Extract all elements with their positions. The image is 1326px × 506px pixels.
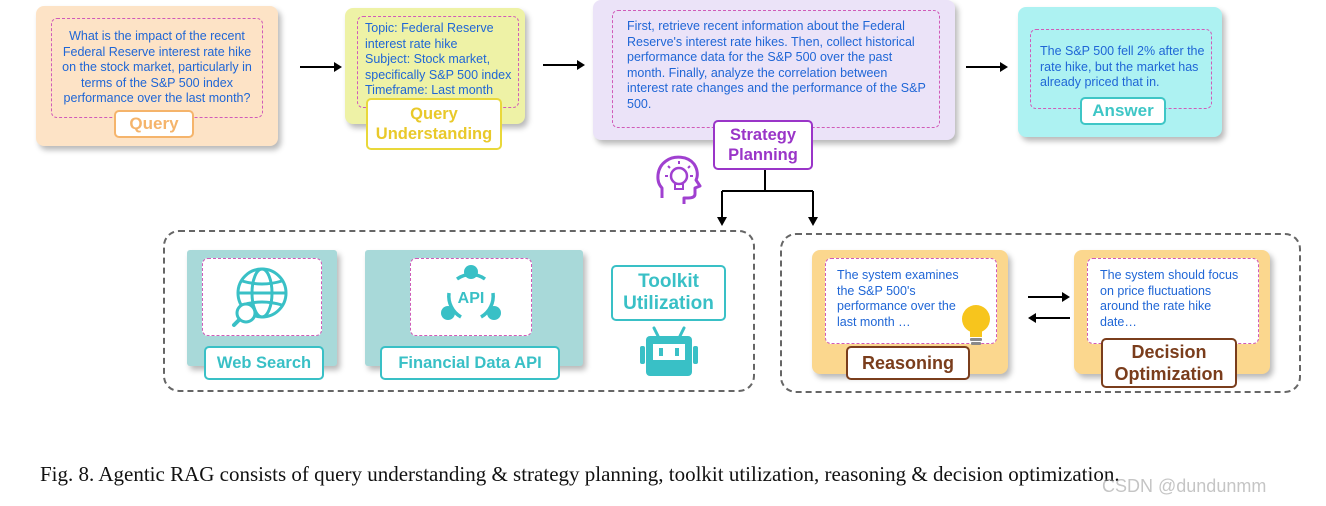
api-icon-text: API <box>458 290 485 307</box>
strategy-text-box: First, retrieve recent information about… <box>612 10 940 128</box>
query-text: What is the impact of the recent Federal… <box>62 29 252 106</box>
decision-label-line-2: Optimization <box>1114 364 1224 384</box>
reasoning-label: Reasoning <box>846 346 970 380</box>
decision-text-box: The system should focus on price fluctua… <box>1087 258 1259 344</box>
lightbulb-icon <box>962 305 990 345</box>
answer-label: Answer <box>1080 97 1166 125</box>
watermark: CSDN @dundunmm <box>1102 476 1267 496</box>
understanding-label-line-1: Query <box>410 105 458 123</box>
understanding-line-2: interest rate hike <box>365 36 458 51</box>
answer-card: The S&P 500 fell 2% after the rate hike,… <box>1018 7 1222 137</box>
query-text-box: What is the impact of the recent Federal… <box>51 18 263 118</box>
understanding-card: Topic: Federal Reserve interest rate hik… <box>345 8 525 124</box>
strategy-text: First, retrieve recent information about… <box>627 19 926 111</box>
decision-label: Decision Optimization <box>1101 338 1237 388</box>
reasoning-text: The system examines the S&P 500's perfor… <box>837 268 959 329</box>
strategy-label-line-1: Strategy <box>729 126 797 144</box>
reasoning-panel <box>780 233 1301 393</box>
bidirectional-arrows <box>1028 292 1070 323</box>
arrow-understanding-to-strategy <box>543 60 585 70</box>
understanding-label-line-2: Understanding <box>375 125 493 143</box>
toolkit-title: Toolkit Utilization <box>611 265 726 321</box>
toolkit-title-line-1: Toolkit <box>638 271 699 292</box>
understanding-line-5: Timeframe: Last month <box>365 83 494 97</box>
figure-caption: Fig. 8. Agentic RAG consists of query un… <box>40 462 1120 486</box>
financial-api-icon-box: API <box>410 258 532 336</box>
toolkit-title-line-2: Utilization <box>623 293 714 314</box>
understanding-line-1: Topic: Federal Reserve <box>365 21 494 35</box>
query-label: Query <box>114 110 194 138</box>
robot-icon <box>640 326 698 376</box>
branch-arrows <box>717 170 818 226</box>
decision-label-line-1: Decision <box>1131 342 1207 362</box>
understanding-line-3: Subject: Stock market, <box>365 52 491 66</box>
understanding-label: Query Understanding <box>366 98 502 150</box>
answer-text-box: The S&P 500 fell 2% after the rate hike,… <box>1030 29 1212 109</box>
answer-text: The S&P 500 fell 2% after the rate hike,… <box>1040 44 1205 89</box>
web-search-label: Web Search <box>204 346 324 380</box>
head-lightbulb-icon <box>656 155 702 204</box>
understanding-line-4: specifically S&P 500 index <box>365 67 512 82</box>
query-card: What is the impact of the recent Federal… <box>36 6 278 146</box>
arrow-query-to-understanding <box>300 62 342 72</box>
strategy-card: First, retrieve recent information about… <box>593 0 955 140</box>
web-search-icon-box <box>202 258 322 336</box>
decision-text: The system should focus on price fluctua… <box>1100 268 1239 329</box>
globe-search-icon <box>232 267 288 327</box>
api-network-icon: API <box>441 265 501 320</box>
financial-api-label: Financial Data API <box>380 346 560 380</box>
toolkit-panel <box>163 230 755 392</box>
understanding-text-box: Topic: Federal Reserve interest rate hik… <box>357 16 519 108</box>
strategy-label: Strategy Planning <box>713 120 813 170</box>
strategy-label-line-2: Planning <box>728 146 798 164</box>
arrow-strategy-to-answer <box>966 62 1008 72</box>
